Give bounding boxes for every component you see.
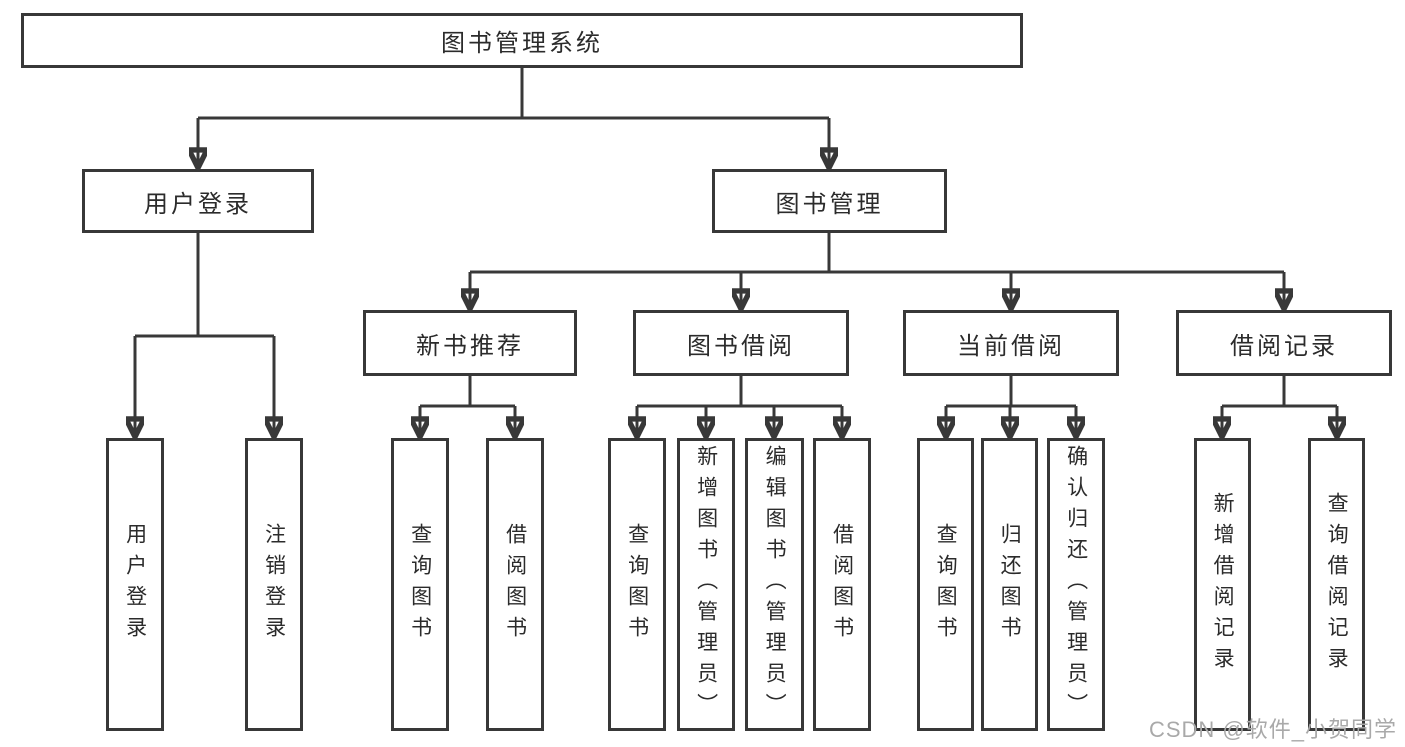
node-book-borrow-label: 图书借阅 (687, 332, 795, 360)
leaf-newbook-query-label: 查询图书 (408, 522, 432, 647)
leaf-borrowrecord-query: 查询借阅记录 (1308, 438, 1365, 731)
leaf-currentborrow-confirm: 确认归还（管理员） (1047, 438, 1105, 731)
node-book-mgmt-label: 图书管理 (775, 190, 884, 218)
node-borrow-record: 借阅记录 (1176, 310, 1392, 376)
leaf-currentborrow-query: 查询图书 (917, 438, 974, 731)
leaf-bookborrow-edit: 编辑图书（管理员） (745, 438, 804, 731)
leaf-currentborrow-query-label: 查询图书 (934, 522, 958, 647)
leaf-user-login-label: 用户登录 (123, 522, 147, 647)
leaf-currentborrow-confirm-label: 确认归还（管理员） (1064, 445, 1088, 724)
leaf-logout: 注销登录 (245, 438, 303, 731)
node-book-borrow: 图书借阅 (633, 310, 849, 376)
leaf-bookborrow-borrow: 借阅图书 (813, 438, 871, 731)
leaf-bookborrow-query-label: 查询图书 (625, 522, 649, 647)
leaf-bookborrow-borrow-label: 借阅图书 (830, 522, 854, 647)
leaf-logout-label: 注销登录 (262, 522, 286, 647)
leaf-newbook-borrow: 借阅图书 (486, 438, 544, 731)
leaf-borrowrecord-add: 新增借阅记录 (1194, 438, 1251, 731)
node-current-borrow-label: 当前借阅 (957, 332, 1065, 360)
leaf-bookborrow-edit-label: 编辑图书（管理员） (763, 445, 787, 724)
leaf-bookborrow-add-label: 新增图书（管理员） (694, 445, 718, 724)
node-borrow-record-label: 借阅记录 (1230, 332, 1338, 360)
leaf-newbook-borrow-label: 借阅图书 (503, 522, 527, 647)
node-root: 图书管理系统 (21, 13, 1023, 68)
node-new-book-rec-label: 新书推荐 (416, 332, 524, 360)
node-user-login-label: 用户登录 (144, 190, 252, 218)
leaf-borrowrecord-query-label: 查询借阅记录 (1325, 491, 1349, 678)
node-current-borrow: 当前借阅 (903, 310, 1119, 376)
node-user-login: 用户登录 (82, 169, 314, 233)
node-new-book-rec: 新书推荐 (363, 310, 577, 376)
node-book-mgmt: 图书管理 (712, 169, 947, 233)
leaf-newbook-query: 查询图书 (391, 438, 449, 731)
leaf-bookborrow-add: 新增图书（管理员） (677, 438, 735, 731)
leaf-currentborrow-return: 归还图书 (981, 438, 1038, 731)
node-root-label: 图书管理系统 (441, 30, 603, 57)
leaf-currentborrow-return-label: 归还图书 (998, 522, 1022, 647)
csdn-watermark: CSDN @软件_小贺同学 (1148, 717, 1397, 742)
leaf-bookborrow-query: 查询图书 (608, 438, 666, 731)
leaf-borrowrecord-add-label: 新增借阅记录 (1211, 491, 1235, 678)
leaf-user-login: 用户登录 (106, 438, 164, 731)
